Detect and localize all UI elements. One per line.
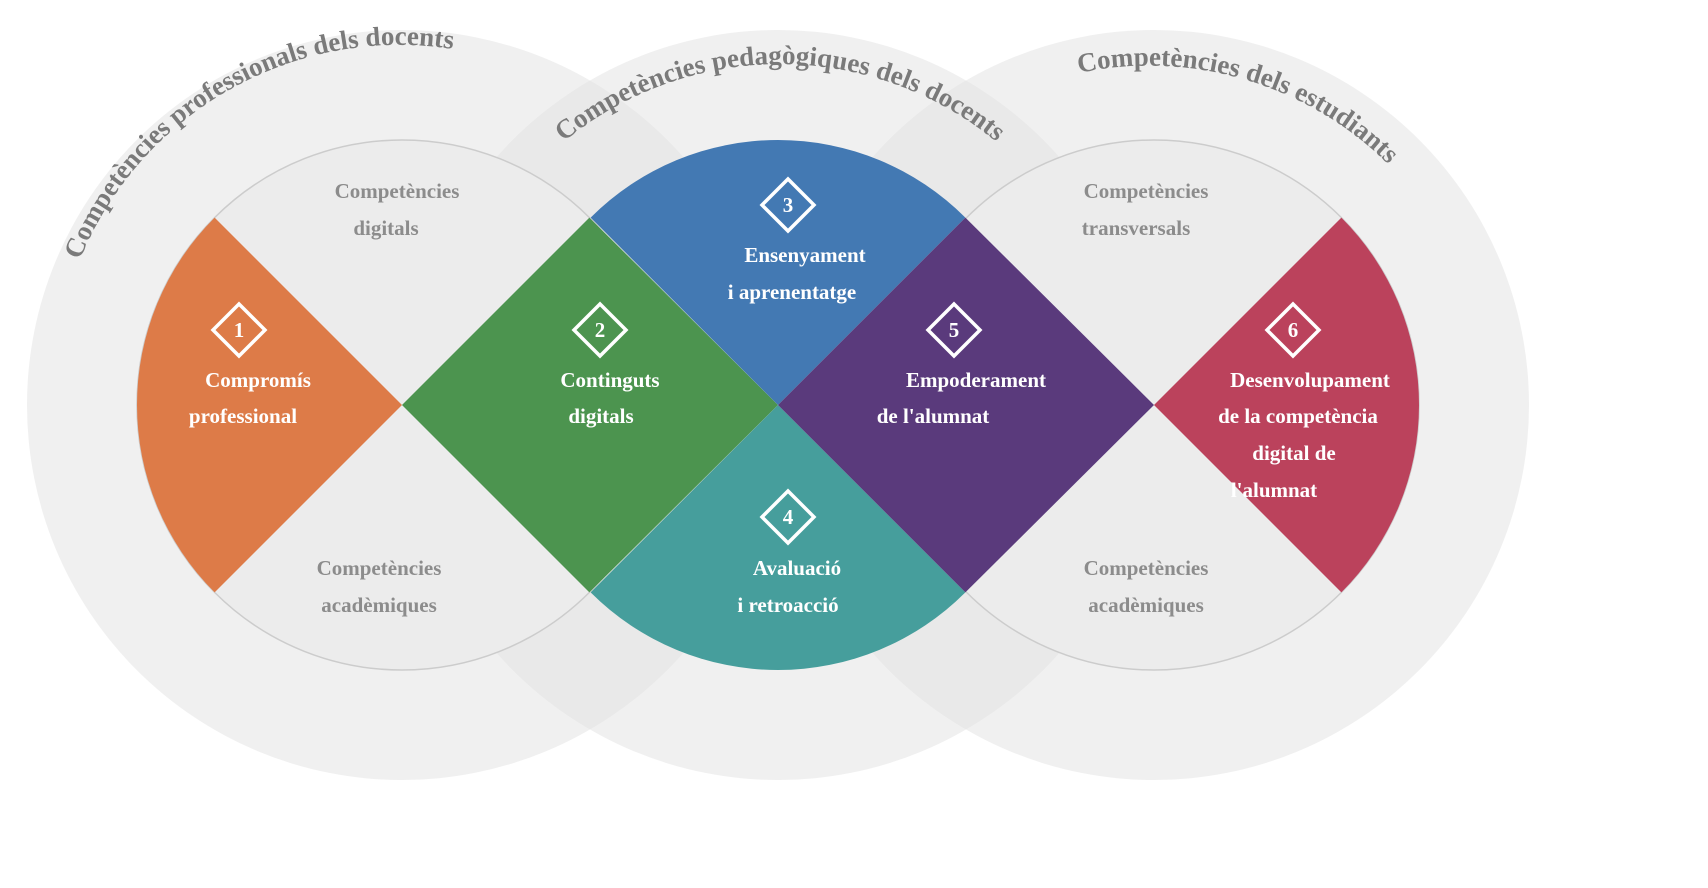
segment-number: 5 [949, 318, 960, 342]
area-labels: Competències digitals Competències acadè… [317, 179, 1209, 617]
segment-label-line: Empoderament [906, 368, 1046, 392]
segment-label-line: de l'alumnat [877, 404, 990, 428]
diamond-badge-icon [925, 301, 983, 359]
area-academiques-left-line1: Competències [317, 556, 442, 580]
segment-shape-1 [137, 217, 402, 593]
segment-shape-4 [590, 405, 966, 670]
segment-label-line: i aprenentatge [728, 280, 857, 304]
segment-number: 6 [1288, 318, 1299, 342]
segment-shape-2 [402, 217, 778, 593]
segment-shape-6 [1154, 217, 1419, 593]
segment-label-line: Ensenyament [744, 243, 865, 267]
area-digitals-line2: digitals [353, 216, 418, 240]
diamond-badge-icon [571, 301, 629, 359]
segment-shape-5 [778, 217, 1154, 593]
segment-label-line: digital de [1252, 441, 1335, 465]
segment-label-line: Desenvolupament [1230, 368, 1390, 392]
diamond-badge-icon [210, 301, 268, 359]
segment-label-line: de la competència [1218, 404, 1378, 428]
area-academiques-left-line2: acadèmiques [321, 593, 437, 617]
diamond-badge-icon [759, 176, 817, 234]
area-transversals-line1: Competències [1084, 179, 1209, 203]
segment-label-line: l'alumnat [1231, 478, 1317, 502]
segment-number: 3 [783, 193, 794, 217]
segment-label-line: Avaluació [753, 556, 841, 580]
area-transversals-line2: transversals [1082, 216, 1191, 240]
segment-number: 1 [234, 318, 245, 342]
segment-label-line: professional [189, 404, 297, 428]
segment-shape-3 [590, 140, 966, 406]
diamond-badge-icon [759, 488, 817, 546]
segment-label-line: i retroacció [737, 593, 838, 617]
area-academiques-right-line1: Competències [1084, 556, 1209, 580]
area-academiques-right-line2: acadèmiques [1088, 593, 1204, 617]
diamond-badge-icon [1264, 301, 1322, 359]
segment-label-line: Compromís [205, 368, 311, 392]
segment-label-line: digitals [568, 404, 633, 428]
segment-number: 2 [595, 318, 606, 342]
segment-label-line: Continguts [560, 368, 659, 392]
segment-number: 4 [783, 505, 794, 529]
area-digitals-line1: Competències [335, 179, 460, 203]
